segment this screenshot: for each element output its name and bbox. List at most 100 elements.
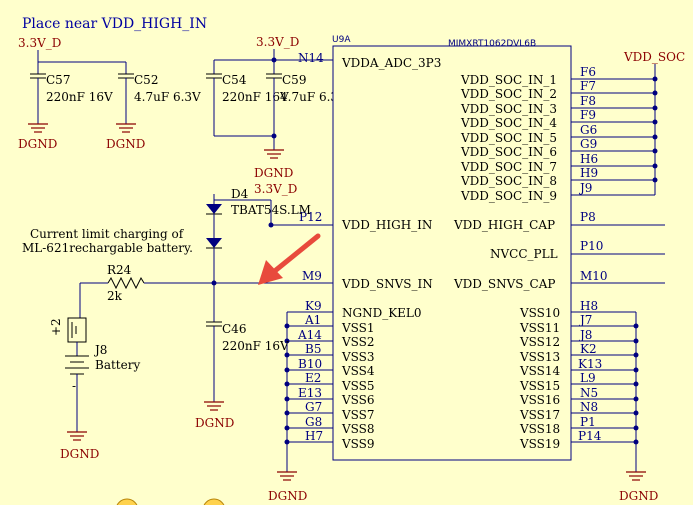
pin-number: G7 [305, 400, 322, 414]
pin-number: F6 [580, 65, 596, 79]
net-label-vdd-soc: VDD_SOC [623, 50, 685, 64]
pin-name: VDD_SOC_IN_4 [460, 116, 557, 130]
pin-number: P1 [580, 415, 596, 429]
c59-ref: C59 [282, 73, 306, 87]
r24-value: 2k [107, 289, 123, 303]
right-vss-pins: H8 VSS10 J7 VSS11 J8 VSS12 K2 VSS13 K13 … [519, 299, 658, 503]
pin-name: VSS12 [519, 335, 560, 349]
pin-name: VSS5 [341, 379, 375, 393]
left-vss-pins: A1 VSS1 A14 VSS2 B5 VSS3 B10 VSS4 E2 VSS… [268, 312, 375, 503]
net-label-3v3: 3.3V_D [18, 36, 61, 50]
pin-number: A14 [297, 328, 322, 342]
pin-number: M9 [302, 269, 322, 283]
pin-number: P12 [299, 210, 322, 224]
pin-name: VSS15 [519, 379, 560, 393]
d4-value: TBAT54S.LM [231, 203, 311, 217]
pin-name: VSS8 [341, 422, 375, 436]
pin-name: VDD_HIGH_IN [341, 218, 432, 232]
j8-ref: J8 [93, 343, 107, 357]
resistor-r24: R24 2k [80, 263, 217, 303]
net-label-dgnd: DGND [619, 489, 658, 503]
pin-number: A1 [304, 313, 321, 327]
pin-number: H9 [580, 166, 598, 180]
c59-value: 4.7uF 6.3V [280, 90, 347, 104]
pin-number: N14 [298, 51, 324, 65]
pin-name: VDDA_ADC_3P3 [341, 56, 441, 70]
pin-name: VSS3 [341, 350, 375, 364]
c57-ref: C57 [46, 73, 70, 87]
pin-number: G8 [305, 415, 322, 429]
pin-name: VDD_SOC_IN_3 [460, 102, 557, 116]
net-label-dgnd: DGND [60, 447, 99, 461]
pin-name: VDD_SNVS_IN [341, 277, 433, 291]
pin-name: VSS14 [519, 364, 561, 378]
pin-name: NVCC_PLL [490, 247, 558, 261]
pin-name: VSS10 [519, 306, 560, 320]
pin-number: E2 [305, 371, 321, 385]
pin-name: VSS1 [341, 321, 375, 335]
d4-ref: D4 [231, 187, 249, 201]
pin-number: L9 [580, 371, 596, 385]
pin-number: K2 [580, 342, 597, 356]
net-label-3v3: 3.3V_D [254, 182, 297, 196]
highlight-arrow [258, 233, 321, 285]
note-battery-line2: ML-621rechargable battery. [22, 241, 193, 255]
ground-symbol [28, 123, 136, 133]
right-soc-pins: VDD_SOC F6 VDD_SOC_IN_1 F7 VDD_SOC_IN_2 … [460, 50, 685, 203]
net-label-dgnd: DGND [18, 137, 57, 151]
pin-name: VSS17 [519, 408, 560, 422]
pin-name: VSS13 [519, 350, 560, 364]
pin-number: B10 [298, 357, 322, 371]
pin-name: VDD_SNVS_CAP [453, 277, 555, 291]
note-top: Place near VDD_HIGH_IN [22, 16, 207, 32]
pin-number: N8 [580, 400, 598, 414]
pin-name: VSS18 [519, 422, 560, 436]
c46-ref: C46 [222, 322, 246, 336]
pin-name: VDD_SOC_IN_1 [460, 73, 557, 87]
pin-number: G9 [580, 137, 597, 151]
pin-number: J8 [578, 328, 592, 342]
pin-name: VDD_SOC_IN_5 [460, 131, 557, 145]
ic-ref: U9A [332, 35, 351, 45]
pin-name: VSS19 [519, 437, 560, 451]
diode-d4: 3.3V_D D4 TBAT54S.LM [206, 182, 311, 283]
battery-j8: +2 J8 Battery - DGND [49, 283, 140, 461]
net-label-dgnd: DGND [268, 489, 307, 503]
pin-name: VDD_SOC_IN_9 [460, 189, 557, 203]
pin-name: VSS9 [341, 437, 375, 451]
note-battery-line1: Current limit charging of [30, 227, 185, 241]
pin-name: VSS16 [519, 393, 560, 407]
cap-group-left: 3.3V_D C57 220nF 16V C52 4.7uF 6.3V DGND… [18, 36, 201, 151]
ground-symbol [204, 401, 224, 411]
c46-value: 220nF 16V [222, 339, 289, 353]
pin-name: VSS7 [341, 408, 375, 422]
pin-number: N5 [580, 386, 598, 400]
net-label-dgnd: DGND [106, 137, 145, 151]
j8-value: Battery [95, 358, 140, 372]
ground-symbol [67, 431, 87, 441]
pin-number: J7 [578, 313, 592, 327]
pin-number: E13 [298, 386, 322, 400]
pin-number: H8 [580, 299, 598, 313]
ground-symbol [264, 149, 284, 159]
pin-name: VDD_SOC_IN_6 [460, 145, 557, 159]
c54-ref: C54 [222, 73, 247, 87]
ground-symbol [277, 471, 297, 481]
pin-name: VSS6 [341, 393, 375, 407]
pin-number: K13 [578, 357, 602, 371]
r24-ref: R24 [107, 263, 132, 277]
c57-value: 220nF 16V [46, 90, 113, 104]
j8-plus: +2 [49, 318, 63, 336]
pin-name: VDD_SOC_IN_7 [460, 160, 557, 174]
right-mid-pins: P8 VDD_HIGH_CAP P10 NVCC_PLL M10 VDD_SNV… [453, 210, 665, 291]
pin-number: F8 [580, 94, 596, 108]
pin-number: G6 [580, 123, 597, 137]
j8-minus: - [72, 379, 76, 393]
pin-number: M10 [580, 269, 608, 283]
cap-c46: C46 220nF 16V DGND [195, 283, 289, 430]
pin-number: B5 [305, 342, 321, 356]
pin-number: P10 [580, 239, 603, 253]
pin-number: P8 [580, 210, 596, 224]
pin-number: P14 [578, 429, 602, 443]
